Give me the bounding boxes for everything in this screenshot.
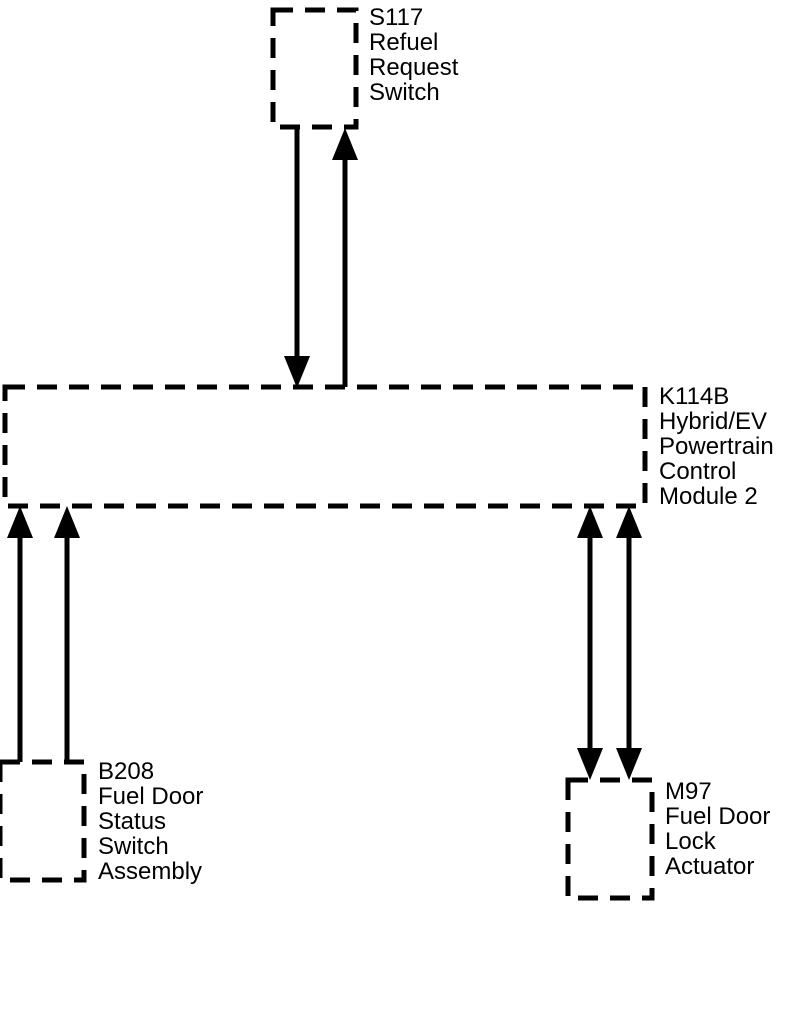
arrow-down-to-m97-a (577, 748, 603, 780)
b208-box (0, 759, 87, 883)
s117-box (270, 7, 359, 130)
k114b-box (2, 384, 648, 509)
k114b-label: K114B Hybrid/EV Powertrain Control Modul… (659, 383, 780, 510)
arrow-down-to-m97-b (616, 748, 642, 780)
arrow-up-to-k114b-b (54, 506, 80, 538)
b208-label: B208 Fuel Door Status Switch Assembly (98, 758, 210, 885)
arrow-up-to-s117 (332, 128, 358, 160)
arrow-up-to-k114b-a (7, 506, 33, 538)
arrow-up-to-k114b-d (616, 506, 642, 538)
arrow-up-to-k114b-c (577, 506, 603, 538)
m97-box (565, 777, 655, 901)
s117-label: S117 Refuel Request Switch (369, 4, 465, 106)
arrow-down-to-k114b (284, 356, 310, 388)
m97-label: M97 Fuel Door Lock Actuator (665, 778, 777, 880)
